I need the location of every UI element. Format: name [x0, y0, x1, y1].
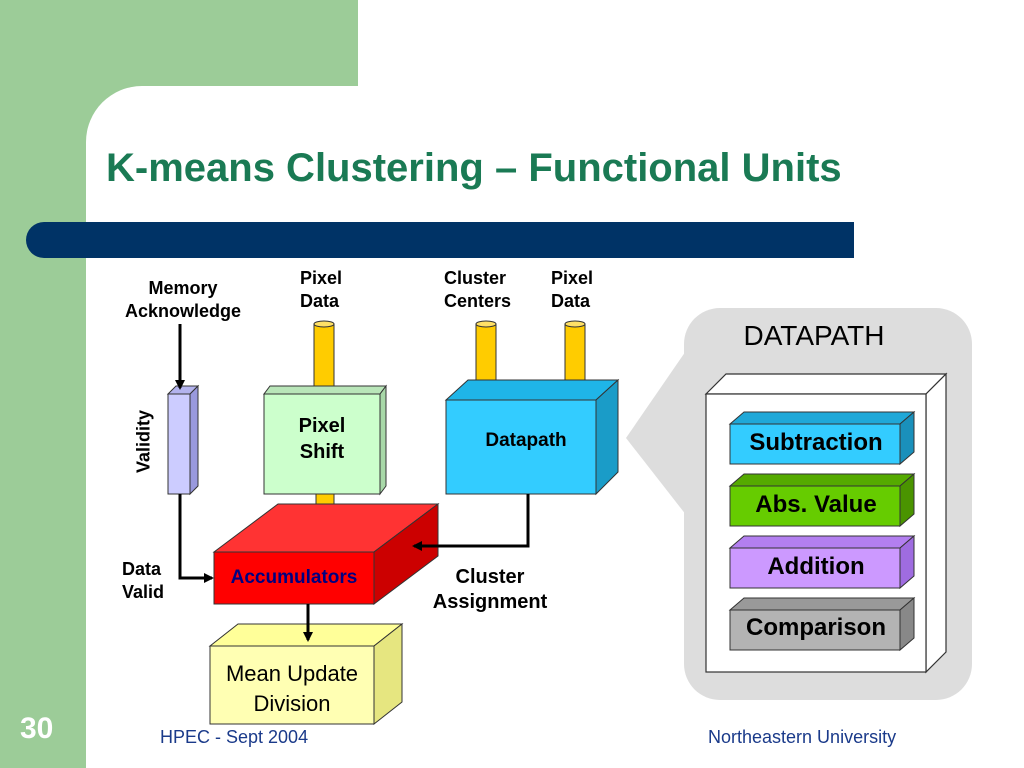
footer-event: HPEC - Sept 2004: [160, 727, 309, 747]
arrow-validity-to-accumulators: [178, 494, 214, 583]
datapath-panel-title: DATAPATH: [743, 320, 885, 351]
arrow-datapath-to-accumulators: [412, 494, 530, 551]
unit-comparison: [728, 596, 916, 652]
slide-title: K-means Clustering – Functional Units: [106, 146, 842, 190]
slide-number: 30: [20, 712, 54, 745]
unit-abs-value-label: Abs. Value: [755, 491, 877, 518]
unit-subtraction-label: Subtraction: [749, 429, 883, 456]
label-data-valid: Data Valid: [122, 559, 165, 602]
unit-addition: [728, 534, 916, 590]
validity-register: [166, 384, 200, 496]
unit-comparison-label: Comparison: [745, 614, 886, 641]
mean-update-label: Mean Update Division: [225, 661, 359, 716]
accumulators-label: Accumulators: [230, 567, 358, 588]
unit-addition-label: Addition: [767, 553, 865, 580]
pixel-shift-label: Pixel Shift: [298, 415, 346, 463]
label-pixel-data-2: Pixel Data: [551, 268, 594, 311]
label-cluster-centers: Cluster Centers: [444, 268, 512, 311]
unit-abs-value: [728, 472, 916, 528]
accumulators-block: [212, 503, 440, 605]
pixel-shift-block: [263, 384, 387, 496]
label-pixel-data-1: Pixel Data: [300, 268, 343, 311]
title-underline-bar: [26, 222, 854, 258]
label-memory-acknowledge: Memory Acknowledge: [124, 278, 242, 321]
pipe-pixel-data-1: [313, 320, 335, 391]
pipe-pixel-data-2: [564, 320, 586, 391]
label-validity: Validity: [133, 409, 154, 474]
datapath-block: [444, 378, 620, 496]
footer-institution: Northeastern University: [708, 727, 897, 747]
datapath-block-label: Datapath: [485, 430, 567, 451]
datapath-callout-pointer: [626, 345, 690, 520]
label-cluster-assignment: Cluster Assignment: [432, 566, 548, 613]
unit-subtraction: [728, 410, 916, 466]
